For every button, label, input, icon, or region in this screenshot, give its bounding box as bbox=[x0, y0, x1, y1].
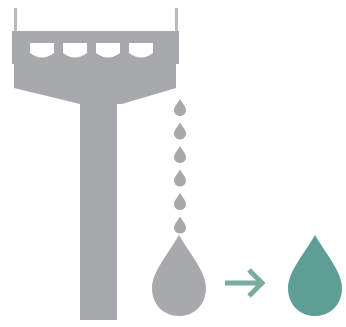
bridge-pillar-icon bbox=[12, 8, 179, 320]
drip-drop bbox=[174, 170, 186, 187]
bridge-deck bbox=[12, 31, 179, 40]
railing-post-left bbox=[14, 8, 17, 32]
right-arrow-icon bbox=[225, 270, 262, 296]
grey-water-drop-icon bbox=[152, 235, 206, 316]
drip-drop bbox=[174, 99, 186, 116]
teal-water-drop-icon bbox=[288, 235, 342, 316]
bridge-pier-cap bbox=[14, 64, 176, 104]
drip-drop bbox=[174, 193, 186, 210]
water-drip-icon bbox=[174, 99, 186, 234]
drip-drop bbox=[174, 146, 186, 163]
drip-drop bbox=[174, 123, 186, 140]
drip-drop bbox=[174, 217, 186, 234]
railing-post-right bbox=[175, 8, 178, 32]
bridge-column bbox=[80, 102, 117, 320]
